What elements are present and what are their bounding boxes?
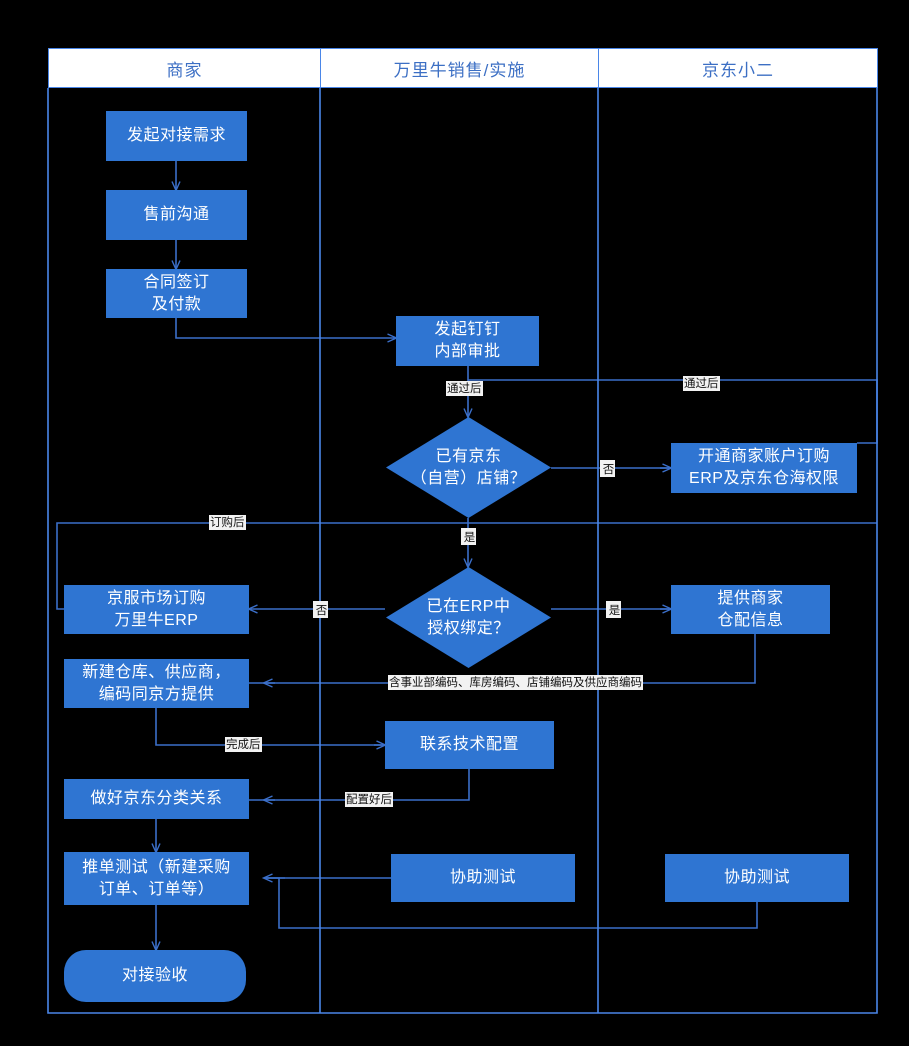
node-label: 合同签订及付款 xyxy=(143,273,210,313)
node-dingtalk-approval[interactable]: 发起钉钉内部审批 xyxy=(396,316,539,366)
node-label: 发起钉钉内部审批 xyxy=(434,321,501,360)
node-label: 联系技术配置 xyxy=(419,736,519,754)
node-push-order-test[interactable]: 推单测试（新建采购订单、订单等） xyxy=(64,852,249,905)
node-label: 提供商家仓配信息 xyxy=(717,589,784,629)
node-presales-communication[interactable]: 售前沟通 xyxy=(106,190,247,240)
edge-label-yes-authorized: 是 xyxy=(606,601,621,618)
edge-label-after-approval-mid: 通过后 xyxy=(446,381,483,396)
node-label: 发起对接需求 xyxy=(126,127,226,145)
node-label: 推单测试（新建采购订单、订单等） xyxy=(82,858,231,898)
node-contract-payment[interactable]: 合同签订及付款 xyxy=(106,269,247,318)
edge-label-code-details: 含事业部编码、库房编码、店铺编码及供应商编码 xyxy=(388,675,643,690)
lane-header-wanliniu: 万里牛销售/实施 xyxy=(320,48,599,88)
node-erp-authorized-decision[interactable]: 已在ERP中授权绑定？ xyxy=(386,567,551,668)
node-jd-category-mapping[interactable]: 做好京东分类关系 xyxy=(64,779,249,819)
node-label: 做好京东分类关系 xyxy=(90,790,223,808)
edge-label-no-authorized: 否 xyxy=(313,601,328,618)
node-order-erp-in-market[interactable]: 京服市场订购万里牛ERP xyxy=(64,585,249,634)
node-contact-tech-config[interactable]: 联系技术配置 xyxy=(385,721,554,769)
node-label: 售前沟通 xyxy=(143,206,210,224)
edge-label-yes-store: 是 xyxy=(461,528,476,545)
lane-header-label: 万里牛销售/实施 xyxy=(393,60,526,80)
node-label: 已在ERP中授权绑定？ xyxy=(426,597,511,637)
lane-header-label: 京东小二 xyxy=(702,60,774,80)
node-label: 新建仓库、供应商，编码同京方提供 xyxy=(82,663,231,703)
edge-label-no-store: 否 xyxy=(600,460,615,477)
node-create-warehouse-supplier[interactable]: 新建仓库、供应商，编码同京方提供 xyxy=(64,659,249,708)
lane-header-label: 商家 xyxy=(166,60,203,80)
node-label: 对接验收 xyxy=(121,967,188,985)
lane-header-jd: 京东小二 xyxy=(598,48,878,88)
edge-label-after-order: 订购后 xyxy=(209,515,246,530)
node-provide-warehouse-info[interactable]: 提供商家仓配信息 xyxy=(671,585,830,634)
node-label: 协助测试 xyxy=(723,869,790,887)
node-label: 已有京东（自营）店铺？ xyxy=(410,447,527,487)
node-initiate-request[interactable]: 发起对接需求 xyxy=(106,111,247,161)
edge-label-after-approval-right: 通过后 xyxy=(683,376,720,391)
node-acceptance[interactable]: 对接验收 xyxy=(64,950,246,1002)
node-assist-test-jd[interactable]: 协助测试 xyxy=(665,854,849,902)
node-label: 京服市场订购万里牛ERP xyxy=(106,589,206,629)
node-assist-test-wanliniu[interactable]: 协助测试 xyxy=(391,854,575,902)
lane-header-merchant: 商家 xyxy=(48,48,321,88)
node-has-jd-store-decision[interactable]: 已有京东（自营）店铺？ xyxy=(386,417,551,518)
edge-label-after-config: 配置好后 xyxy=(345,792,393,807)
edge-label-after-complete: 完成后 xyxy=(225,737,262,752)
node-label: 协助测试 xyxy=(449,869,516,887)
